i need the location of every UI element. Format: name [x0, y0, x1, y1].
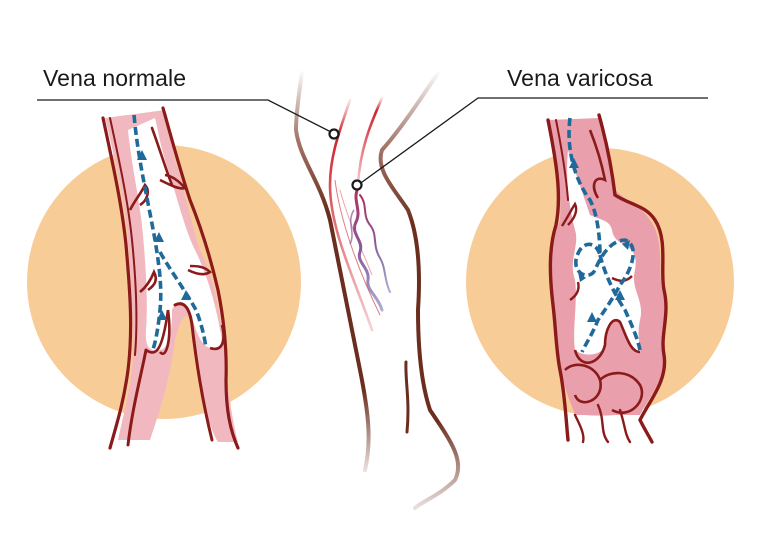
flow-arrow-icon	[615, 290, 625, 300]
ankle-bone	[404, 360, 410, 434]
normal-vein-lumen	[128, 118, 222, 351]
superficial-normal-vein	[328, 98, 374, 332]
reflux-flow-path	[598, 254, 642, 351]
normal-vein-label: Vena normale	[43, 65, 187, 91]
normal-vein-marker-icon	[328, 128, 340, 140]
incompetent-valve-icon	[569, 281, 580, 301]
varicose-vein-label: Vena varicosa	[507, 65, 653, 91]
valve-icon	[128, 182, 150, 211]
flow-arrow-icon	[578, 272, 586, 282]
varicose-vein-panel	[466, 113, 734, 444]
superficial-varicose-source-vein	[356, 96, 384, 187]
callouts	[37, 97, 708, 191]
normal-vein-panel	[27, 106, 301, 450]
flow-arrow-icon	[569, 158, 579, 168]
varicose-vein-marker-icon	[351, 179, 363, 191]
valve-icon	[139, 268, 158, 294]
incompetent-valve-icon	[561, 201, 578, 227]
flow-arrow-icon	[587, 312, 597, 322]
blood-flow-path	[132, 114, 163, 353]
leg-outline-left	[293, 68, 371, 472]
flow-arrow-icon	[154, 232, 164, 242]
reflux-flow-path	[567, 117, 635, 353]
varicose-vein-cluster	[353, 186, 384, 312]
varicose-vein-leader-line	[357, 97, 708, 186]
valve-icon	[187, 264, 213, 276]
flow-arrow-icon	[137, 150, 147, 160]
flow-arrow-icon	[181, 290, 191, 300]
valve-icon	[159, 173, 188, 190]
leg-outline-right	[378, 68, 461, 510]
leg-illustration	[293, 68, 461, 510]
normal-vein-leader-line	[37, 99, 334, 134]
flow-arrow-icon	[157, 310, 167, 320]
blood-flow-path	[158, 251, 208, 349]
flow-arrow-icon	[622, 240, 630, 250]
